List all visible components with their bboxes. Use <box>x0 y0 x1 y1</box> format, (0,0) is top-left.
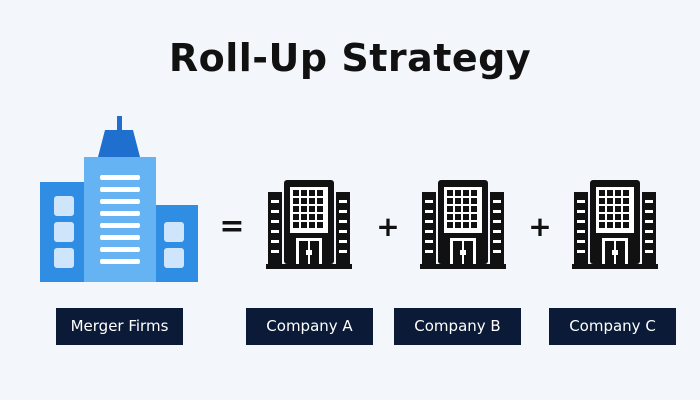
label-company-a: Company A <box>246 308 373 345</box>
office-building-icon <box>266 180 352 269</box>
label-company-c: Company C <box>549 308 676 345</box>
diagram-title: Roll-Up Strategy <box>168 36 532 80</box>
office-building-icon <box>420 180 506 269</box>
label-company-b: Company B <box>394 308 521 345</box>
label-merger-firms: Merger Firms <box>56 308 183 345</box>
office-building-icon <box>572 180 658 269</box>
plus-operator: + <box>376 210 399 243</box>
equals-operator: = <box>219 209 244 244</box>
skyscraper-building-icon <box>40 116 198 282</box>
plus-operator: + <box>528 210 551 243</box>
